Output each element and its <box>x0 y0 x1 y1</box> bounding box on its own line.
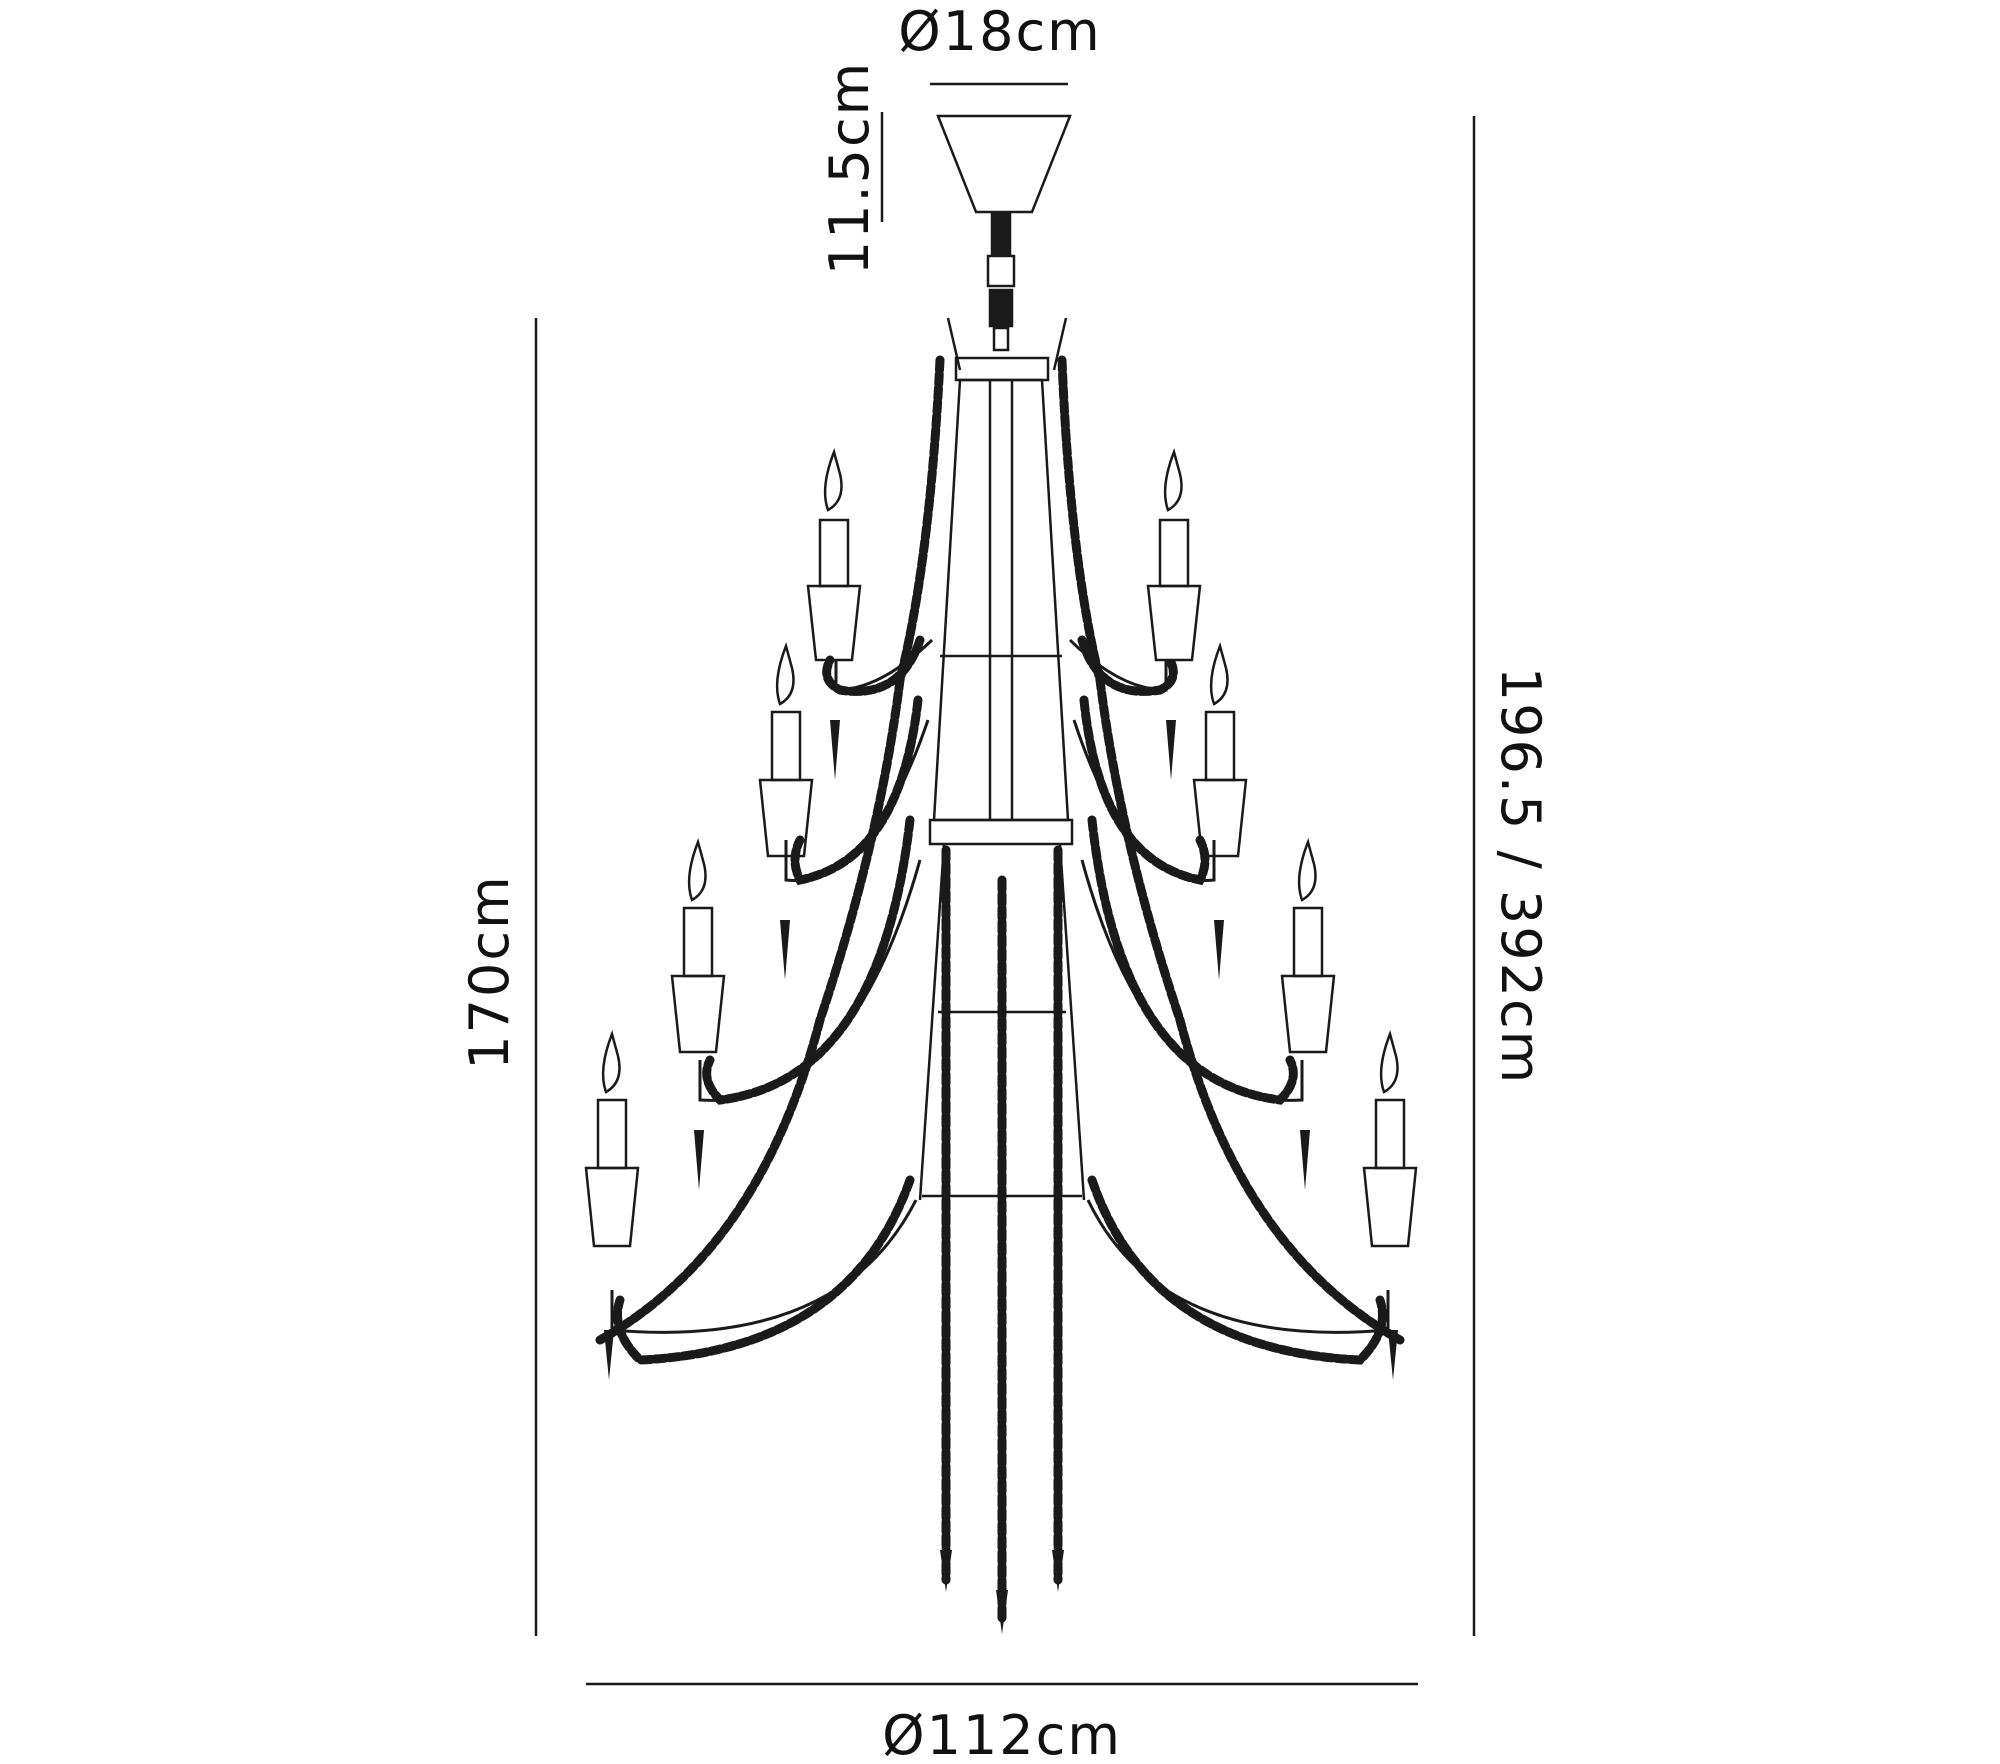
candle-right-1 <box>1146 448 1202 662</box>
dimension-lines <box>534 82 1476 1686</box>
overall-diameter-label: Ø112cm <box>882 1704 1122 1764</box>
strand-left-2 <box>790 695 923 886</box>
canopy-height-label: 11.5cm <box>818 61 881 276</box>
candle-right-3 <box>1280 838 1336 1054</box>
overall-height-label: 196.5 / 392cm <box>1489 667 1552 1085</box>
strand-right-2 <box>1079 695 1210 886</box>
candle-left-2 <box>758 642 814 858</box>
central-column <box>932 378 1070 822</box>
canopy-diameter-label: Ø18cm <box>898 0 1102 63</box>
crystal-strands <box>595 355 1405 1625</box>
strand-right-top <box>1057 355 1405 1345</box>
candle-left-3 <box>670 838 726 1054</box>
candle-right-4 <box>1362 1030 1418 1248</box>
body-height-label: 170cm <box>458 874 521 1069</box>
tassels <box>604 720 1398 1634</box>
strand-left-top <box>595 355 945 1345</box>
top-plate <box>954 356 1050 382</box>
candles <box>584 448 1418 1248</box>
candle-left-4 <box>584 1030 640 1248</box>
strand-left-3 <box>702 815 915 1105</box>
candle-left-1 <box>806 448 862 662</box>
lower-ring <box>928 818 1074 846</box>
canopy <box>936 114 1072 214</box>
arms <box>610 638 1390 1334</box>
candle-right-2 <box>1192 642 1248 858</box>
suspension-chain <box>986 212 1016 352</box>
